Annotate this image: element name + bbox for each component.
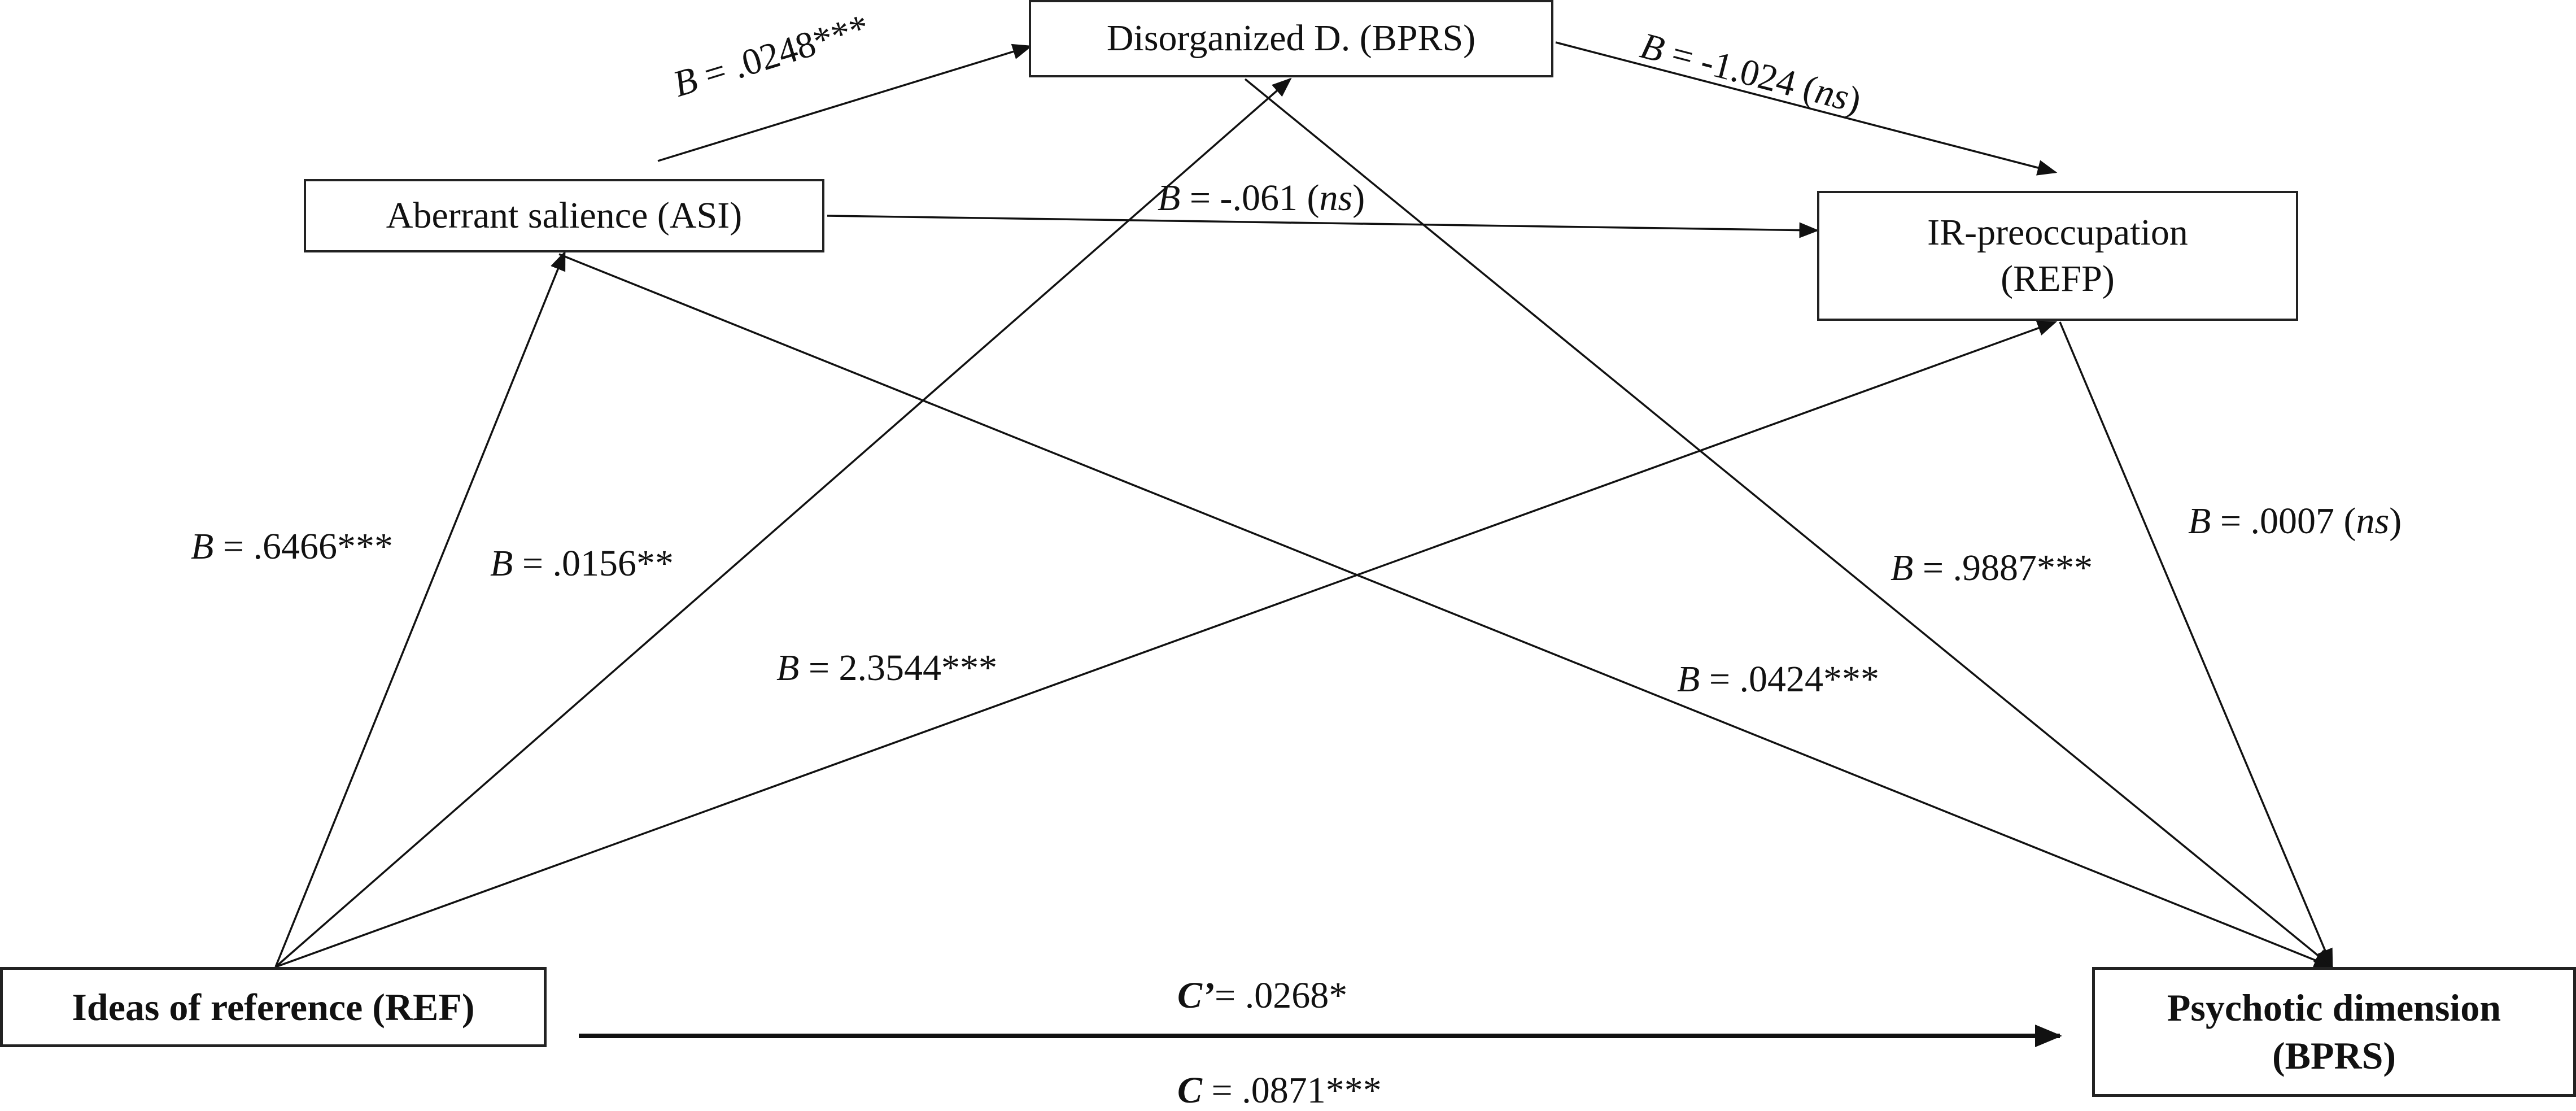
label-dis-to-psy: B = .9887***	[1890, 547, 2093, 589]
label-ref-to-irp: B = 2.3544***	[776, 647, 998, 689]
node-disorganized: Disorganized D. (BPRS)	[1029, 0, 1553, 77]
label-total-effect: C = .0871***	[1177, 1070, 1382, 1111]
arrow-irp-to-psy	[2059, 321, 2333, 969]
node-psychotic-dimension-label-1: Psychotic dimension	[2167, 986, 2501, 1029]
label-ref-to-dis: B = .0156**	[490, 543, 674, 584]
node-ir-preoccupation-label-2: (REFP)	[2001, 258, 2115, 299]
node-ideas-of-reference: Ideas of reference (REF)	[0, 967, 547, 1047]
arrow-asi-to-dis	[657, 43, 1033, 162]
arrow-asi-to-psy	[558, 253, 2334, 968]
node-ideas-of-reference-label: Ideas of reference (REF)	[72, 985, 475, 1029]
node-psychotic-dimension: Psychotic dimension (BPRS)	[2092, 967, 2576, 1097]
arrow-dis-to-irp	[1555, 41, 2058, 176]
node-disorganized-label: Disorganized D. (BPRS)	[1106, 18, 1476, 59]
node-aberrant-salience-label: Aberrant salience (ASI)	[386, 194, 743, 236]
arrow-asi-to-irp	[827, 215, 1819, 238]
label-asi-to-irp: B = -.061 (ns)	[1158, 177, 1365, 219]
node-ir-preoccupation-label-1: IR-preoccupation	[1927, 211, 2188, 253]
arrow-ref-to-irp	[275, 320, 2058, 968]
node-aberrant-salience: Aberrant salience (ASI)	[304, 179, 824, 252]
arrow-dis-to-psy	[1244, 78, 2334, 969]
node-ir-preoccupation: IR-preoccupation (REFP)	[1817, 191, 2298, 321]
label-asi-to-psy: B = .0424***	[1677, 659, 1880, 700]
node-psychotic-dimension-label-2: (BPRS)	[2272, 1034, 2396, 1077]
label-irp-to-psy: B = .0007 (ns)	[2188, 500, 2402, 542]
label-direct-effect: C’= .0268*	[1177, 975, 1348, 1016]
label-ref-to-asi: B = .6466***	[191, 526, 394, 567]
arrow-ref-to-dis	[274, 77, 1292, 968]
arrow-ref-to-asi	[274, 250, 566, 968]
